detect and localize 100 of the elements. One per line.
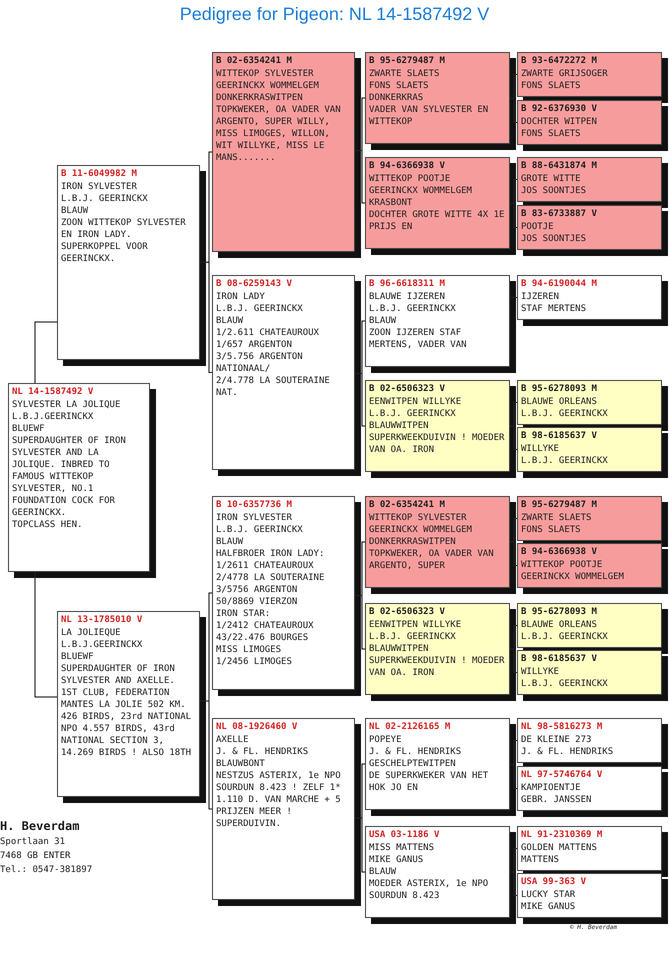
pigeon-details: KAMPIOENTJE: [521, 782, 582, 794]
pigeon-details: 43/22.476 BOURGES: [216, 632, 310, 644]
pigeon-details: 1/657 ARGENTON: [216, 339, 293, 351]
pigeon-details: DOCHTER WITPEN: [521, 116, 598, 128]
pigeon-details: DOCHTER GROTE WITTE 4X 1E PRIJS EN: [369, 209, 506, 233]
pigeon-details: 1/2.611 CHATEAUROUX: [216, 327, 320, 339]
pigeon-details: IJZEREN: [521, 291, 560, 303]
pigeon-details: 2/4778 LA SOUTERAINE: [216, 572, 326, 584]
pigeon-details: 1/2456 LIMOGES: [216, 656, 293, 668]
pigeon-details: IRON SYLVESTER: [61, 181, 138, 193]
ring-number: B 02-6506323 V: [369, 383, 446, 395]
pigeon-details: L.B.J. GEERINCKX: [521, 678, 609, 690]
pigeon-details: MATTENS: [521, 854, 560, 866]
ring-number: B 95-6278093 M: [521, 606, 598, 618]
pigeon-details: DONKERKRASWITPEN: [369, 536, 457, 548]
address-line: 7468 GB ENTER: [0, 850, 70, 863]
pigeon-details: BLAUW: [216, 536, 244, 548]
ring-number: NL 14-1587492 V: [12, 386, 94, 398]
pigeon-details: KRASBONT: [369, 197, 414, 209]
pigeon-details: AXELLE: [216, 734, 250, 746]
pigeon-details: BLAUW: [216, 315, 244, 327]
pigeon-details: DE KLEINE 273: [521, 734, 592, 746]
pigeon-details: L.B.J. GEERINCKX: [369, 303, 457, 315]
pigeon-details: ZWARTE SLAETS: [521, 512, 592, 524]
pigeon-details: GOLDEN MATTENS: [521, 842, 598, 854]
ring-number: B 02-6506323 V: [369, 606, 446, 618]
page-title: Pedigree for Pigeon: NL 14-1587492 V: [178, 4, 490, 25]
pigeon-details: WITTEKOP SYLVESTER: [369, 512, 468, 524]
pigeon-details: BLAUWBONT: [216, 758, 266, 770]
ring-number: B 98-6185637 V: [521, 430, 598, 442]
pigeon-details: WITTEKOP SYLVESTER: [216, 68, 315, 80]
pigeon-details: STAF MERTENS: [521, 303, 588, 315]
pigeon-details: SUPERKWEEKDUIVIN ! MOEDER VAN OA. IRON: [369, 432, 506, 456]
pigeon-details: 3/5756 ARGENTON: [216, 584, 298, 596]
pigeon-details: FONS SLAETS: [369, 80, 430, 92]
pigeon-details: FONS SLAETS: [521, 524, 582, 536]
pigeon-details: L.B.J. GEERINCKX: [216, 303, 304, 315]
pigeon-details: GEERINCKX WOMMELGEM: [369, 524, 473, 536]
ring-number: B 95-6278093 M: [521, 383, 598, 395]
pigeon-details: 1/2611 CHATEAUROUX: [216, 560, 315, 572]
pigeon-details: ZWARTE GRIJSOGER: [521, 68, 609, 80]
pigeon-details: MOEDER ASTERIX, 1e NPO SOURDUN 8.423: [369, 878, 490, 902]
ring-number: NL 08-1926460 V: [216, 721, 298, 733]
pigeon-details: SUPERDUIVIN.: [216, 818, 282, 830]
pigeon-details: SUPERDAUGHTER OF IRON SYLVESTER AND AXELLE.: [61, 663, 176, 687]
pigeon-details: 1ST CLUB, FEDERATION MANTES LA JOLIE 502 KM. 426 BIRDS, 23rd NATIONAL NPO 4.557 BIRDS, 43rd NATIONAL SECTION 3, 14.269 BIRDS ! ALSO 18TH: [61, 687, 192, 759]
pigeon-details: GEERINCKX WOMMELGEM: [521, 571, 625, 583]
pigeon-details: ZOON WITTEKOP SYLVESTER EN IRON LADY. SUPERKOPPEL VOOR GEERINCKX.: [61, 217, 187, 265]
pigeon-details: 1/2412 CHATEAUROUX: [216, 620, 315, 632]
pigeon-details: L.B.J. GEERINCKX: [61, 193, 149, 205]
ring-number: B 96-6618311 M: [369, 278, 446, 290]
pedigree-line: [34, 572, 58, 698]
ring-number: B 02-6354241 M: [216, 55, 293, 67]
ring-number: B 94-6190044 M: [521, 278, 598, 290]
ring-number: B 94-6366938 V: [521, 546, 598, 558]
pigeon-details: GEERINCKX WOMMELGEM: [369, 185, 473, 197]
ring-number: B 95-6279487 M: [521, 499, 598, 511]
pigeon-details: SUPERDAUGHTER OF IRON SYLVESTER AND LA JOLIQUE. INBRED TO FAMOUS WITTEKOP SYLVESTER, NO.1 FOUNDATION COCK FOR GEERINCKX.: [12, 435, 127, 519]
pigeon-details: LUCKY STAR: [521, 889, 576, 901]
pigeon-details: JOS SOONTJES: [521, 233, 588, 245]
pigeon-details: 3/5.756 ARGENTON NATIONAAL/: [216, 351, 304, 375]
address-line: Sportlaan 31: [0, 836, 66, 849]
ring-number: B 98-6185637 V: [521, 653, 598, 665]
pigeon-details: L.B.J. GEERINCKX: [521, 455, 609, 467]
ring-number: NL 97-5746764 V: [521, 769, 604, 781]
pigeon-details: DONKERKRAS: [369, 92, 424, 104]
ring-number: B 11-6049982 M: [61, 168, 138, 180]
ring-number: NL 02-2126165 M: [369, 721, 452, 733]
pigeon-details: TOPKWEKER, OA VADER VAN ARGENTO, SUPER: [369, 548, 495, 572]
pigeon-details: J. & FL. HENDRIKS: [369, 746, 462, 758]
pigeon-details: L.B.J.GEERINCKX: [61, 639, 144, 651]
pigeon-details: WILLYKE: [521, 443, 560, 455]
pigeon-details: L.B.J.GEERINCKX: [12, 411, 94, 423]
pigeon-details: BLAUW: [369, 315, 398, 327]
pigeon-details: VADER VAN SYLVESTER EN WITTEKOP: [369, 104, 490, 128]
pigeon-details: FONS SLAETS: [521, 80, 582, 92]
pigeon-details: IRON STAR:: [216, 608, 272, 620]
pigeon-details: MISS LIMOGES: [216, 644, 282, 656]
pigeon-details: POOTJE: [521, 221, 555, 233]
pigeon-details: L.B.J. GEERINCKX: [521, 408, 609, 420]
pigeon-details: NESTZUS ASTERIX, 1e NPO SOURDUN 8.423 ! ZELF 1* 1.110 D. VAN MARCHE + 5 PRIJZEN MEER !: [216, 770, 342, 818]
pigeon-details: 50/8869 VIERZON: [216, 596, 298, 608]
pigeon-details: IRON LADY: [216, 291, 266, 303]
pigeon-details: MISS MATTENS: [369, 842, 436, 854]
pigeon-details: WILLYKE: [521, 666, 560, 678]
pigeon-details: EENWITPEN WILLYKE: [369, 619, 462, 631]
ring-number: B 95-6279487 M: [369, 55, 446, 67]
ring-number: B 94-6366938 V: [369, 160, 446, 172]
pigeon-details: EENWITPEN WILLYKE: [369, 396, 462, 408]
ring-number: B 08-6259143 V: [216, 278, 293, 290]
pigeon-details: BLAUW: [61, 205, 90, 217]
pigeon-details: BLAUWWITPEN: [369, 420, 430, 432]
pigeon-details: POPEYE: [369, 734, 403, 746]
ring-number: USA 03-1186 V: [369, 829, 440, 841]
pigeon-details: DE SUPERKWEKER VAN HET HOK JO EN: [369, 770, 490, 794]
pigeon-details: TOPKWEKER, OA VADER VAN ARGENTO, SUPER WILLY, MISS LIMOGES, WILLON, WIT WILLYKE, MISS LE MANS.......: [216, 104, 342, 164]
ring-number: B 92-6376930 V: [521, 103, 598, 115]
pigeon-details: BLUEWF: [61, 651, 95, 663]
ring-number: NL 13-1785010 V: [61, 614, 144, 626]
pigeon-details: HALFBROER IRON LADY:: [216, 548, 326, 560]
